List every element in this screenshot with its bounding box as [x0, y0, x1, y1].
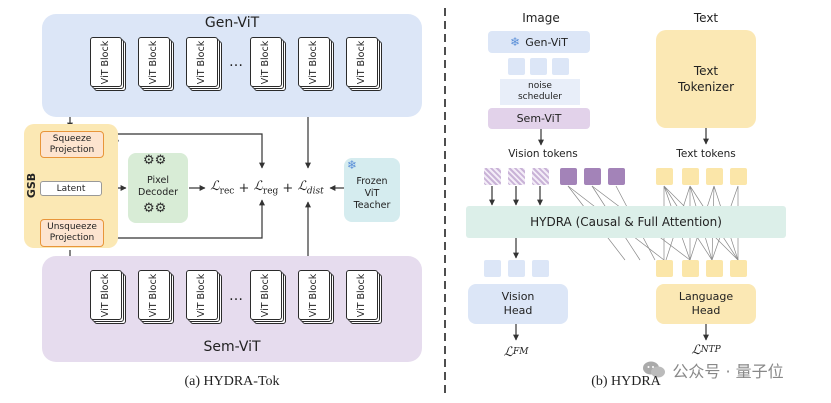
- gen-vit-label: Gen-ViT: [204, 15, 260, 31]
- output-text-token: [730, 260, 747, 277]
- caption-left: (a) HYDRA-Tok: [184, 374, 280, 389]
- vision-noise-token: [484, 168, 501, 185]
- vision-token: [608, 168, 625, 185]
- unsqueeze-projection: Unsqueeze Projection: [40, 219, 104, 247]
- loss-formula: ℒrec + ℒreg + ℒdist: [206, 177, 328, 199]
- output-text-token: [682, 260, 699, 277]
- frozen-vit-teacher: ❄ Frozen ViT Teacher: [344, 158, 400, 222]
- gen-vit-block-1: ViT Block: [90, 37, 126, 91]
- sem-vit-block-5: ViT Block: [298, 270, 334, 324]
- text-token: [730, 168, 747, 185]
- snowflake-icon: ❄: [510, 35, 521, 49]
- frozen-teacher-label: Frozen ViT Teacher: [353, 176, 391, 211]
- output-vision-token: [532, 260, 549, 277]
- gen-vit-block-4: ViT Block: [250, 37, 286, 91]
- sem-vit-pill: Sem-ViT: [488, 108, 590, 129]
- caption-right: (b) HYDRA: [591, 374, 661, 389]
- plus-sign: +: [234, 180, 254, 196]
- sem-vit-label: Sem-ViT: [203, 339, 261, 355]
- gen-vit-block-5: ViT Block: [298, 37, 334, 91]
- noise-scheduler: noise scheduler: [500, 79, 580, 105]
- vision-noise-token: [508, 168, 525, 185]
- latent-token: [508, 58, 525, 75]
- gen-vit-ellipsis: …: [229, 54, 243, 70]
- latent-box: Latent: [40, 181, 102, 196]
- gear-icon: ⚙⚙: [143, 201, 167, 216]
- gen-vit-pill-label: Gen-ViT: [525, 35, 568, 49]
- latent-token: [530, 58, 547, 75]
- text-token: [706, 168, 723, 185]
- text-token: [656, 168, 673, 185]
- gear-icon: ⚙⚙: [143, 153, 167, 168]
- sem-vit-block-2: ViT Block: [138, 270, 174, 324]
- snowflake-icon: ❄: [347, 158, 358, 172]
- gsb-label: GSB: [25, 172, 39, 198]
- gen-vit-block-3: ViT Block: [186, 37, 222, 91]
- output-text-token: [706, 260, 723, 277]
- sem-vit-block-4: ViT Block: [250, 270, 286, 324]
- gen-vit-block-2: ViT Block: [138, 37, 174, 91]
- output-vision-token: [508, 260, 525, 277]
- text-header: Text: [693, 11, 719, 25]
- latent-token: [552, 58, 569, 75]
- loss-reg: ℒreg: [253, 179, 279, 197]
- vision-noise-token: [532, 168, 549, 185]
- text-token: [682, 168, 699, 185]
- sem-vit-ellipsis: …: [229, 288, 243, 304]
- wechat-icon: [643, 361, 666, 378]
- pixel-decoder: ⚙⚙ Pixel Decoder ⚙⚙: [128, 153, 188, 223]
- squeeze-projection: Squeeze Projection: [40, 131, 104, 158]
- watermark-text: 公众号 · 量子位: [672, 362, 784, 381]
- sem-vit-block-6: ViT Block: [346, 270, 382, 324]
- text-tokenizer: Text Tokenizer: [656, 30, 756, 128]
- loss-dist: ℒdist: [297, 179, 324, 197]
- vision-head: Vision Head: [468, 284, 568, 324]
- hydra-transformer: HYDRA (Causal & Full Attention): [466, 206, 786, 238]
- sem-vit-block-1: ViT Block: [90, 270, 126, 324]
- watermark: 公众号 · 量子位: [618, 358, 808, 382]
- image-header: Image: [522, 11, 560, 25]
- output-text-token: [656, 260, 673, 277]
- vision-token: [584, 168, 601, 185]
- vision-tokens-label: Vision tokens: [508, 148, 578, 160]
- sem-vit-block-3: ViT Block: [186, 270, 222, 324]
- loss-rec: ℒrec: [210, 179, 235, 197]
- gen-vit-block-6: ViT Block: [346, 37, 382, 91]
- text-tokens-label: Text tokens: [676, 148, 736, 160]
- language-head: Language Head: [656, 284, 756, 324]
- plus-sign: +: [278, 180, 298, 196]
- pixel-decoder-label: Pixel Decoder: [138, 175, 178, 198]
- gen-vit-pill: ❄ Gen-ViT: [488, 31, 590, 53]
- output-vision-token: [484, 260, 501, 277]
- vision-token: [560, 168, 577, 185]
